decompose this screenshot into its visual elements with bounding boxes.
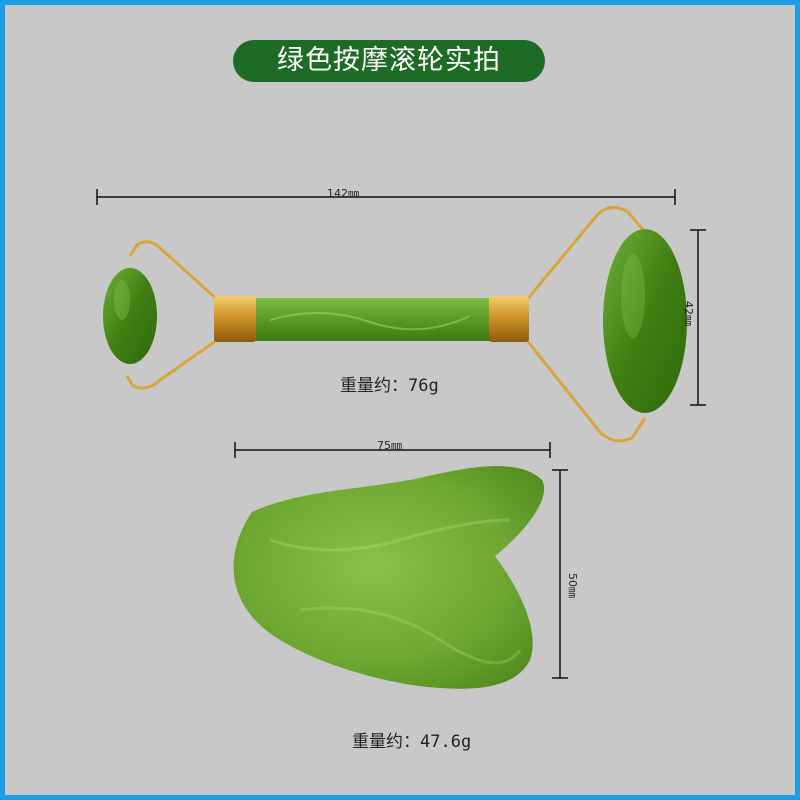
small-jade-roller [103, 268, 157, 364]
width-dimension-line [234, 442, 551, 458]
length-dimension-line [96, 189, 676, 205]
gua-sha-height-dimension-line [552, 469, 568, 679]
right-gold-cap [489, 296, 529, 342]
jade-handle [250, 298, 495, 341]
large-jade-roller [603, 229, 687, 413]
gua-sha-width-label: 75㎜ [377, 439, 402, 452]
product-illustration [96, 189, 706, 689]
roller-wire-frame [125, 206, 647, 443]
left-gold-cap [214, 296, 256, 342]
gua-sha-height-label: 50㎜ [566, 573, 579, 598]
page-title: 绿色按摩滚轮实拍 [233, 40, 545, 82]
roller-length-label: 142㎜ [327, 187, 359, 200]
roller-height-label: 42㎜ [682, 301, 695, 326]
height-dimension-line [690, 229, 706, 406]
roller-weight-label: 重量约：76g [340, 376, 439, 396]
gua-sha-stone [233, 466, 545, 689]
gua-sha-weight-label: 重量约：47.6g [352, 732, 472, 752]
